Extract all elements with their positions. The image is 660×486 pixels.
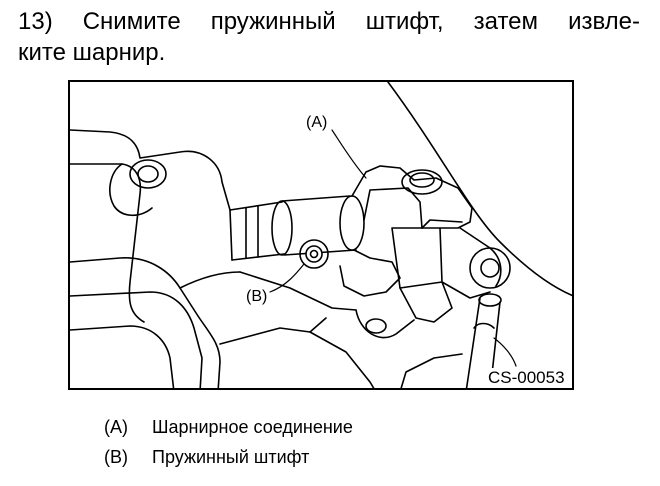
instruction-text: 13) Снимите пружинный штифт, затем извле… bbox=[18, 6, 640, 68]
spring-pin bbox=[305, 245, 323, 263]
shaft-end bbox=[271, 200, 293, 256]
instruction-word: штифт, bbox=[365, 8, 444, 35]
column-base bbox=[473, 322, 495, 329]
instruction-word: 13) Снимите bbox=[18, 8, 181, 35]
housing-lower bbox=[70, 257, 221, 388]
column-top bbox=[478, 293, 502, 307]
figure-code: CS-00053 bbox=[486, 368, 567, 388]
lower-yoke bbox=[399, 281, 453, 323]
housing-edge bbox=[70, 163, 145, 323]
leader-line-a bbox=[331, 129, 367, 179]
yoke-cap-top-inner bbox=[409, 172, 435, 188]
illustration-figure: (A) (B) CS-00053 bbox=[68, 80, 574, 390]
housing-hole bbox=[129, 159, 167, 189]
spring-pin-hole bbox=[309, 249, 319, 259]
cross-block bbox=[391, 227, 443, 289]
right-boss bbox=[469, 247, 511, 289]
housing-lower-edge bbox=[70, 291, 203, 388]
legend-key: (B) bbox=[104, 447, 128, 467]
cross-block-edge bbox=[421, 219, 463, 229]
housing-lower-2 bbox=[70, 325, 175, 388]
instruction-word: пружинный bbox=[210, 8, 336, 35]
yoke-upper bbox=[351, 165, 473, 229]
right-boss-inner bbox=[480, 258, 500, 278]
panel-outline bbox=[387, 82, 572, 297]
housing-boss bbox=[109, 163, 153, 217]
legend-key: (A) bbox=[104, 417, 128, 437]
spring-pin-ring bbox=[299, 239, 329, 269]
lower-yoke-ear bbox=[355, 309, 415, 339]
legend-text: Шарнирное соединение bbox=[152, 417, 353, 437]
lower-mech bbox=[239, 271, 357, 311]
column-left bbox=[465, 297, 481, 388]
legend-row: (B) Пружинный штифт bbox=[104, 442, 353, 472]
instruction-word: затем bbox=[473, 8, 539, 35]
sleeve-top bbox=[281, 195, 351, 202]
instruction-word: извле- bbox=[568, 8, 641, 35]
yoke-cap-top bbox=[401, 169, 443, 195]
lower-mech-3 bbox=[309, 317, 327, 333]
shaft-top bbox=[229, 201, 283, 211]
callout-b: (B) bbox=[246, 288, 268, 305]
leader-line-b bbox=[269, 263, 305, 293]
housing-mid bbox=[179, 271, 241, 289]
legend-row: (A) Шарнирное соединение bbox=[104, 412, 353, 442]
housing-hole-inner bbox=[137, 165, 159, 183]
lower-yoke-hole bbox=[365, 318, 387, 334]
yoke-lower bbox=[339, 249, 401, 297]
yoke-body bbox=[363, 187, 423, 229]
lower-mech-2 bbox=[219, 327, 375, 388]
lower-mech-4 bbox=[400, 353, 463, 388]
leader-line-code bbox=[493, 337, 517, 367]
instruction-line-1: 13) Снимите пружинный штифт, затем извле… bbox=[18, 6, 640, 37]
right-shaft-bottom bbox=[441, 281, 491, 299]
callout-a: (A) bbox=[306, 114, 328, 131]
legend-text: Пружинный штифт bbox=[152, 447, 310, 467]
steering-joint-drawing bbox=[70, 82, 572, 388]
instruction-line-2: ките шарнир. bbox=[18, 39, 166, 66]
housing-outline bbox=[70, 129, 233, 261]
sleeve-front bbox=[339, 195, 365, 251]
legend: (A) Шарнирное соединение (B) Пружинный ш… bbox=[104, 412, 353, 472]
